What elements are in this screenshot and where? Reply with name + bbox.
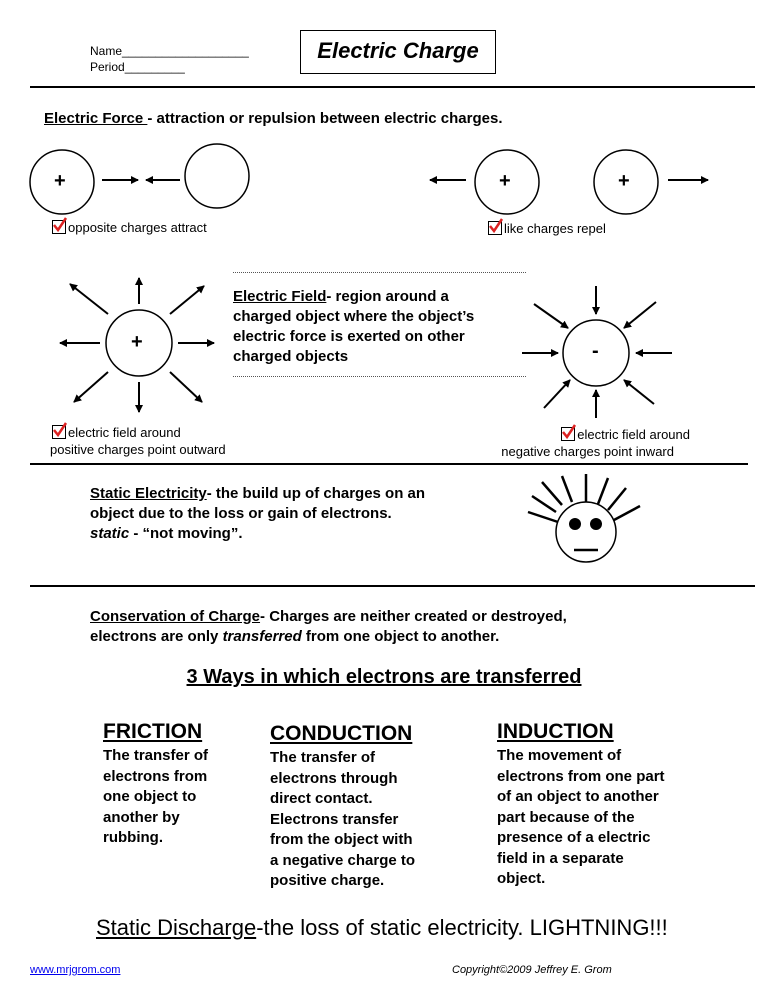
page-title: Electric Charge — [317, 38, 479, 63]
static-discharge-line: Static Discharge-the loss of static elec… — [96, 915, 668, 940]
minus-sign: - — [592, 340, 599, 362]
title-box — [300, 30, 496, 74]
method-title: FRICTION — [103, 720, 203, 743]
electric-force-diagram — [29, 143, 709, 215]
method-description: The movement of electrons from one part … — [497, 747, 665, 887]
positive-charge-circle — [29, 149, 95, 215]
conservation-term: Conservation of Charge — [90, 608, 261, 625]
neutral-charge-circle — [184, 143, 250, 209]
negative-field-caption: electric field around negative charges p… — [501, 424, 690, 459]
copyright: Copyright©2009 Jeffrey E. Grom — [452, 964, 612, 976]
method-title: INDUCTION — [497, 720, 614, 743]
website-link[interactable]: www.mrjgrom.com — [30, 964, 121, 976]
dotted-divider — [233, 272, 526, 273]
divider — [30, 585, 755, 587]
divider — [30, 86, 755, 88]
plus-sign: + — [499, 170, 511, 192]
ways-heading: 3 Ways in which electrons are transferre… — [186, 666, 582, 688]
attract-caption: opposite charges attract — [52, 217, 207, 235]
plus-sign: + — [54, 170, 66, 192]
negative-field-diagram — [522, 286, 672, 418]
checkmark-icon — [52, 422, 68, 439]
divider — [30, 463, 748, 465]
repel-caption: like charges repel — [488, 218, 606, 236]
method-description: The transfer of electrons through direct… — [270, 749, 416, 889]
plus-sign: + — [618, 170, 630, 192]
checkmark-icon — [488, 218, 504, 235]
checkmark-icon — [52, 217, 68, 234]
electric-force-term: Electric Force — [44, 110, 148, 127]
dotted-divider — [233, 376, 526, 377]
electric-field-term: Electric Field — [233, 288, 327, 305]
conservation-definition: Conservation of Charge- Charges are neit… — [90, 608, 567, 645]
method-title: CONDUCTION — [270, 722, 413, 745]
positive-charge-circle — [593, 149, 659, 215]
electric-force-definition: Electric Force - attraction or repulsion… — [44, 110, 503, 127]
checkmark-icon — [561, 424, 577, 441]
method-induction: INDUCTION The movement of electrons from… — [497, 720, 727, 890]
positive-charge-circle — [474, 149, 540, 215]
name-label: Name___________________ — [90, 44, 249, 58]
positive-field-diagram — [59, 277, 215, 413]
period-label: Period_________ — [90, 60, 185, 74]
plus-sign: + — [131, 331, 143, 353]
static-electricity-term: Static Electricity — [90, 485, 207, 502]
electric-field-definition: Electric Field- region around a charged … — [233, 288, 475, 365]
static-hair-face-icon — [527, 474, 641, 563]
method-conduction: CONDUCTION The transfer of electrons thr… — [270, 722, 460, 892]
method-description: The transfer of electrons from one objec… — [103, 747, 209, 846]
static-discharge-term: Static Discharge — [96, 915, 257, 940]
electric-force-text: - attraction or repulsion between electr… — [147, 110, 503, 127]
method-friction: FRICTION The transfer of electrons from … — [103, 720, 253, 849]
positive-field-caption: electric field around positive charges p… — [50, 422, 226, 457]
static-electricity-definition: Static Electricity- the build up of char… — [90, 485, 426, 542]
